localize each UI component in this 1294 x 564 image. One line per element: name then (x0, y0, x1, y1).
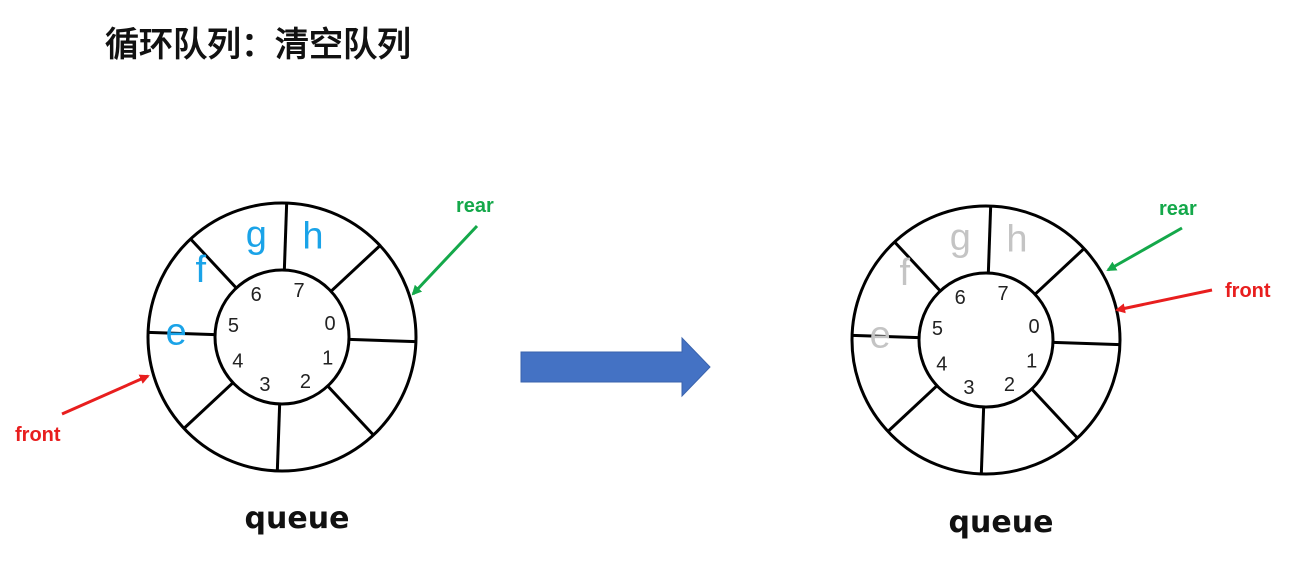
slot-divider (326, 384, 375, 437)
queue-element-f: f (900, 252, 911, 294)
outer-ring (146, 201, 418, 473)
queue-element-g: g (950, 217, 971, 259)
indices-after: 0 12 34 56 7 (932, 283, 1040, 399)
slot-index-7: 7 (998, 283, 1009, 305)
slot-index-0: 0 (325, 313, 336, 335)
slot-divider (148, 330, 216, 337)
slot-divider (986, 206, 993, 274)
slot-divider (348, 337, 416, 344)
slot-index-4: 4 (936, 353, 947, 375)
slot-index-2: 2 (300, 371, 311, 393)
slot-divider (275, 403, 282, 471)
queue-caption-after: queue (949, 505, 1054, 540)
slot-divider (979, 406, 986, 474)
front-pointer-arrow-after (1115, 288, 1213, 314)
slot-index-1: 1 (322, 347, 333, 369)
slot-divider (329, 244, 382, 293)
rear-label-after: rear (1159, 198, 1197, 220)
inner-ring (213, 268, 351, 406)
front-pointer-arrow-before (61, 374, 150, 416)
rear-pointer-arrow-before (411, 224, 479, 296)
inner-ring (917, 271, 1055, 409)
queue-element-e: e (870, 314, 891, 356)
outer-ring (850, 204, 1122, 476)
queue-element-f: f (196, 249, 207, 291)
slot-divider (189, 237, 238, 290)
queue-element-e: e (166, 311, 187, 353)
slot-divider (893, 240, 942, 293)
transition-arrow (520, 336, 711, 398)
slot-index-6: 6 (251, 284, 262, 306)
slot-divider (886, 384, 939, 433)
indices-before: 0 12 34 56 7 (228, 280, 336, 396)
slot-index-7: 7 (294, 280, 305, 302)
slot-index-3: 3 (259, 374, 270, 396)
slot-index-3: 3 (963, 377, 974, 399)
ring-before (146, 201, 418, 473)
slot-index-4: 4 (232, 350, 243, 372)
slot-index-1: 1 (1026, 350, 1037, 372)
slot-divider (282, 203, 289, 271)
rear-pointer-arrow-after (1106, 226, 1183, 272)
ring-after (850, 204, 1122, 476)
slot-divider (852, 333, 920, 340)
slot-index-6: 6 (955, 287, 966, 309)
slot-divider (1033, 247, 1086, 296)
rear-label-before: rear (456, 195, 494, 217)
slot-divider (1052, 340, 1120, 347)
slot-index-5: 5 (932, 318, 943, 340)
slot-divider (1030, 387, 1079, 440)
slot-index-2: 2 (1004, 374, 1015, 396)
front-label-before: front (15, 424, 61, 446)
slot-index-0: 0 (1029, 316, 1040, 338)
queue-element-h: h (1006, 219, 1027, 261)
page-title: 循环队列：清空队列 (105, 25, 411, 65)
queue-element-g: g (246, 214, 267, 256)
slot-divider (182, 381, 235, 430)
slot-index-5: 5 (228, 315, 239, 337)
queue-caption-before: queue (245, 501, 350, 536)
queue-element-h: h (302, 216, 323, 258)
front-label-after: front (1225, 280, 1271, 302)
